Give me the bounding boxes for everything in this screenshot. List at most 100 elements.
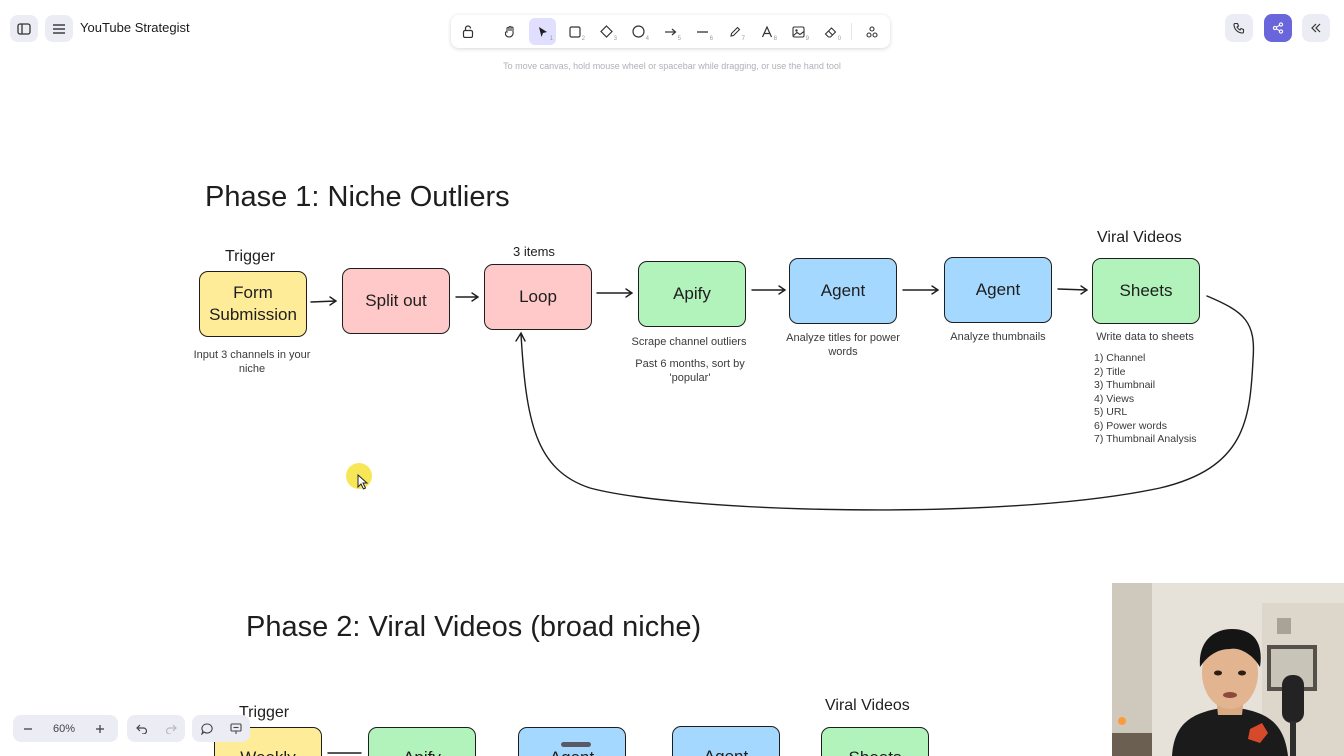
cursor-icon — [357, 474, 369, 490]
rectangle-icon — [568, 25, 581, 38]
node-label: Agent — [704, 746, 748, 756]
lock-tool[interactable] — [454, 18, 481, 45]
history-controls — [127, 715, 185, 742]
webcam-overlay — [1112, 583, 1344, 756]
share-icon — [1272, 22, 1284, 34]
node-label: Agent — [820, 281, 866, 300]
ellipse-icon — [632, 25, 645, 38]
image-icon — [792, 25, 805, 38]
node-label: Form Submission — [209, 283, 297, 324]
form-submission-node[interactable]: Form Submission — [199, 271, 307, 337]
phase1-title: Phase 1: Niche Outliers — [205, 181, 510, 213]
lock-icon — [462, 25, 473, 38]
phone-icon — [1233, 22, 1245, 34]
list-item: 6) Power words — [1094, 419, 1167, 432]
collapse-sidebar-button[interactable] — [1302, 14, 1330, 42]
ellipse-tool[interactable]: 4 — [625, 18, 652, 45]
node-label: Sheets — [849, 747, 902, 756]
loop-node[interactable]: Loop — [484, 264, 592, 330]
list-item: 5) URL — [1094, 406, 1128, 418]
comment-icon — [200, 722, 213, 735]
rectangle-tool[interactable]: 2 — [561, 18, 588, 45]
arrow-agent2-to-sheets — [1057, 285, 1089, 295]
zoom-controls: 60% — [13, 715, 118, 742]
arrow-tool[interactable]: 5 — [657, 18, 684, 45]
node-label: Apify — [673, 284, 711, 303]
redo-button[interactable] — [156, 715, 185, 742]
phase2-agent-thumbnails-node[interactable]: Agent — [672, 726, 780, 756]
text-icon — [761, 25, 772, 37]
arrow-loop-to-apify — [596, 288, 634, 298]
list-item: 2) Title — [1094, 365, 1126, 378]
toolbar: 1 2 3 4 5 6 7 8 9 0 — [451, 15, 890, 48]
sheets-node[interactable]: Sheets — [1092, 258, 1200, 324]
agent-titles-node[interactable]: Agent — [789, 258, 897, 324]
redo-icon — [165, 724, 177, 734]
presentation-button[interactable] — [221, 715, 250, 742]
minus-icon — [24, 727, 32, 730]
sheets-caption: Write data to sheets — [1096, 331, 1194, 343]
app-title: YouTube Strategist — [80, 20, 190, 35]
phase2-sheets-node[interactable]: Sheets — [821, 727, 929, 756]
node-label: Apify — [403, 747, 441, 756]
arrow-form-to-split — [310, 296, 338, 306]
double-chevron-left-icon — [1311, 23, 1321, 33]
list-item: 3) Thumbnail — [1094, 379, 1156, 391]
line-icon — [697, 30, 708, 33]
arrow-icon — [665, 28, 677, 35]
pointer-tool[interactable]: 1 — [529, 18, 556, 45]
comment-button[interactable] — [192, 715, 221, 742]
zoom-out-button[interactable] — [13, 715, 43, 742]
hand-icon — [504, 25, 514, 38]
diamond-icon — [600, 25, 613, 38]
library-tool[interactable] — [858, 18, 885, 45]
phase2-apify-node[interactable]: Apify — [368, 727, 476, 756]
pointer-icon — [538, 26, 547, 37]
phase1-trigger-label: Trigger — [225, 248, 276, 265]
apify-caption: Scrape channel outliers — [631, 336, 747, 348]
split-out-node[interactable]: Split out — [342, 268, 450, 334]
presentation-icon — [229, 722, 242, 734]
call-button[interactable] — [1225, 14, 1253, 42]
node-label: Weekly — [240, 747, 295, 756]
node-label: Agent — [975, 280, 1021, 299]
phase2-trigger-label: Trigger — [239, 704, 290, 721]
library-icon — [865, 25, 878, 38]
node-label: Agent — [550, 747, 594, 756]
phase1-viral-label: Viral Videos — [1097, 229, 1182, 246]
hamburger-icon — [53, 23, 65, 34]
selection-handle[interactable] — [561, 742, 591, 747]
sidebar-toggle-button[interactable] — [10, 15, 38, 42]
eraser-tool[interactable]: 0 — [817, 18, 844, 45]
phase2-agent-node[interactable]: Agent — [518, 727, 626, 756]
apify-node[interactable]: Apify — [638, 261, 746, 327]
line-tool[interactable]: 6 — [689, 18, 716, 45]
zoom-in-button[interactable] — [85, 715, 115, 742]
undo-icon — [135, 724, 147, 734]
arrow-agent1-to-agent2 — [902, 285, 940, 295]
zoom-level[interactable]: 60% — [52, 722, 76, 735]
agent-thumbnails-caption: Analyze thumbnails — [950, 331, 1046, 343]
loop-count-label: 3 items — [513, 244, 555, 259]
undo-button[interactable] — [127, 715, 156, 742]
hand-tool[interactable] — [497, 18, 524, 45]
phase2-title: Phase 2: Viral Videos (broad niche) — [246, 611, 702, 643]
list-item: 1) Channel — [1094, 352, 1146, 364]
main-menu-button[interactable] — [45, 15, 73, 42]
text-tool[interactable]: 8 — [753, 18, 780, 45]
list-item: 4) Views — [1094, 392, 1135, 405]
pencil-icon — [729, 26, 740, 37]
canvas-hint: To move canvas, hold mouse wheel or spac… — [503, 61, 841, 71]
share-button[interactable] — [1264, 14, 1292, 42]
sheet-fields-list: 1) Channel 2) Title 3) Thumbnail 4) View… — [1094, 352, 1224, 447]
agent-thumbnails-node[interactable]: Agent — [944, 257, 1052, 323]
image-tool[interactable]: 9 — [785, 18, 812, 45]
diamond-tool[interactable]: 3 — [593, 18, 620, 45]
pencil-tool[interactable]: 7 — [721, 18, 748, 45]
list-item: 7) Thumbnail Analysis — [1094, 433, 1197, 445]
arrow-split-to-loop — [455, 292, 480, 302]
agent-titles-caption: Analyze titles for power words — [786, 332, 900, 358]
node-label: Sheets — [1119, 281, 1173, 300]
presenter-video-image — [1112, 583, 1344, 756]
eraser-icon — [824, 26, 837, 38]
